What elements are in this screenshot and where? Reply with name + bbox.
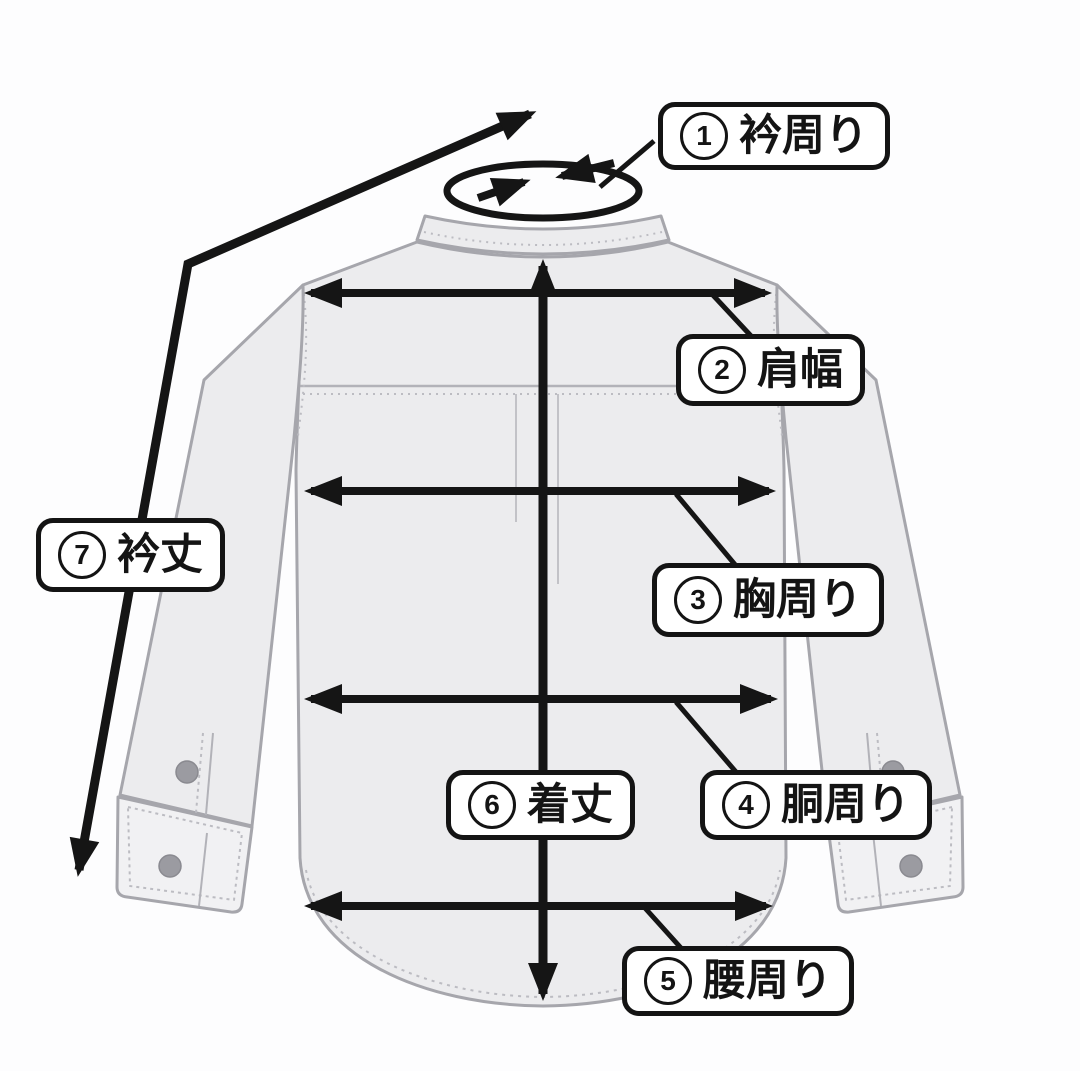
collar-girth-ellipse [443,160,643,222]
measurement-marks [69,109,778,1001]
circled-number-5: 5 [644,957,692,1005]
callout-label-waist-girth: 胴周り [781,780,910,829]
callout-label-body-length: 着丈 [527,780,613,829]
connector-hip-girth [643,906,683,950]
callout-waist-girth: 4 胴周り [700,770,932,840]
callout-body-length: 6 着丈 [446,770,635,840]
callout-collar-girth: 1 衿周り [658,102,890,170]
circled-number-2: 2 [698,346,746,394]
connector-collar-girth [598,139,656,189]
callout-sleeve-length: 7 衿丈 [36,518,225,592]
callout-label-hip-girth: 腰周り [703,956,832,1005]
collar-arrow-left [476,178,531,207]
connector-waist-girth [674,700,738,774]
collar-arrow-right [555,153,615,184]
cuff-button-right [899,854,923,878]
circled-number-1: 1 [680,112,728,160]
sleeve-length-arrow [69,109,537,877]
callout-label-shoulder-width: 肩幅 [757,345,843,394]
callout-label-chest-girth: 胸周り [733,575,862,624]
callout-label-collar-girth: 衿周り [739,111,868,160]
connector-chest-girth [674,492,739,569]
callout-chest-girth: 3 胸周り [652,563,884,637]
circled-number-7: 7 [58,531,106,579]
circled-number-3: 3 [674,576,722,624]
cuff-placket-right [872,832,882,907]
circled-number-6: 6 [468,781,516,829]
cuff-button-left [158,854,182,878]
sleeve-button-left [175,760,199,784]
collar-band [415,214,671,256]
circled-number-4: 4 [722,781,770,829]
callout-label-sleeve-length: 衿丈 [117,530,203,579]
connector-shoulder-width [709,291,754,339]
collar-stitch [423,231,663,246]
sleeve-placket-stitch-right [876,732,886,825]
callout-shoulder-width: 2 肩幅 [676,334,865,406]
callout-hip-girth: 5 腰周り [622,946,854,1016]
